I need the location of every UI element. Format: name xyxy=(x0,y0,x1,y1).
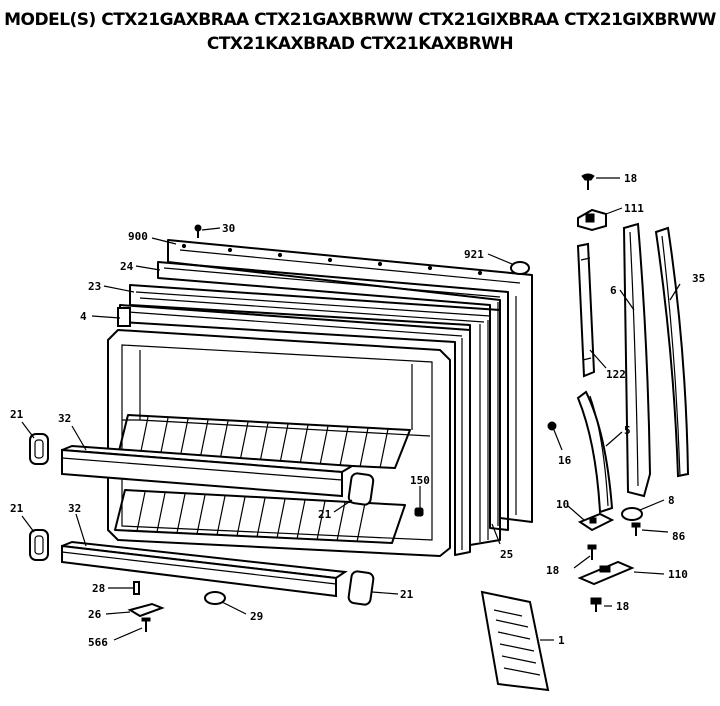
hinge-cap-111 xyxy=(577,208,607,232)
breaker-strip-23 xyxy=(129,284,501,546)
pin-28 xyxy=(133,581,140,595)
shelf-end-cap-lower-left xyxy=(29,529,49,561)
label-32-lower: 32 xyxy=(68,502,81,515)
label-21-upper-right: 21 xyxy=(318,508,332,521)
bumper-29 xyxy=(204,591,226,605)
screw-bottom-18 xyxy=(590,597,602,612)
label-122: 122 xyxy=(606,368,626,381)
label-8: 8 xyxy=(668,494,675,507)
handle-trim-35 xyxy=(654,226,690,478)
grip-5 xyxy=(576,390,614,514)
label-6: 6 xyxy=(610,284,617,297)
diagram-title-models-line2: CTX21KAXBRAD CTX21KAXBRWH xyxy=(206,34,514,54)
screw-30 xyxy=(194,224,202,238)
label-26: 26 xyxy=(88,608,102,621)
hinge-bracket-10 xyxy=(577,512,615,532)
screw-566 xyxy=(141,617,151,632)
label-21-lower-left: 21 xyxy=(10,502,24,515)
upper-shelf xyxy=(117,414,411,469)
label-29: 29 xyxy=(250,610,263,623)
label-1: 1 xyxy=(558,634,565,647)
screw-top-18 xyxy=(581,173,595,190)
label-18-top: 18 xyxy=(624,172,637,185)
shelf-bar-upper-32 xyxy=(61,444,356,498)
door-gasket-24 xyxy=(157,261,509,531)
label-110: 110 xyxy=(668,568,688,581)
label-10: 10 xyxy=(556,498,569,511)
door-handle-122 xyxy=(576,242,596,378)
owners-manual-1 xyxy=(480,590,550,692)
label-28: 28 xyxy=(92,582,105,595)
label-21-upper-left: 21 xyxy=(10,408,24,421)
label-5: 5 xyxy=(624,424,631,437)
diagram-title-models: MODEL(S) CTX21GAXBRAA CTX21GAXBRWW CTX21… xyxy=(4,10,716,30)
label-921: 921 xyxy=(464,248,484,261)
screw-16 xyxy=(547,421,557,431)
label-86: 86 xyxy=(672,530,686,543)
bracket-26 xyxy=(127,602,165,618)
leader-lines xyxy=(21,177,681,641)
screw-86 xyxy=(631,522,641,536)
shelf-bar-lower-32 xyxy=(61,540,348,598)
label-900: 900 xyxy=(128,230,148,243)
washer-8 xyxy=(621,507,643,521)
label-24: 24 xyxy=(120,260,134,273)
label-16: 16 xyxy=(558,454,572,467)
label-30: 30 xyxy=(222,222,235,235)
fastener-150 xyxy=(414,507,424,517)
label-23: 23 xyxy=(88,280,101,293)
plug-button-921 xyxy=(510,261,530,275)
label-21-lower-right: 21 xyxy=(400,588,414,601)
bottom-hinge-110 xyxy=(577,560,635,586)
handle-trim-6 xyxy=(622,222,652,498)
label-35: 35 xyxy=(692,272,705,285)
label-25: 25 xyxy=(500,548,513,561)
label-566: 566 xyxy=(88,636,108,649)
part-labels: 18 111 30 900 921 24 6 35 23 4 122 21 32… xyxy=(10,172,705,649)
label-111: 111 xyxy=(624,202,644,215)
shelf-end-cap-upper-left xyxy=(29,433,49,465)
door-frame-4 xyxy=(117,304,471,556)
shelf-end-cap-lower-right xyxy=(347,570,375,606)
label-18-mid: 18 xyxy=(546,564,559,577)
screw-mid-18 xyxy=(587,544,597,560)
shelf-end-cap-upper-right xyxy=(347,472,375,506)
label-150: 150 xyxy=(410,474,430,487)
label-4: 4 xyxy=(80,310,87,323)
lower-shelf xyxy=(114,489,406,544)
label-18-bottom: 18 xyxy=(616,600,629,613)
label-32-upper: 32 xyxy=(58,412,71,425)
